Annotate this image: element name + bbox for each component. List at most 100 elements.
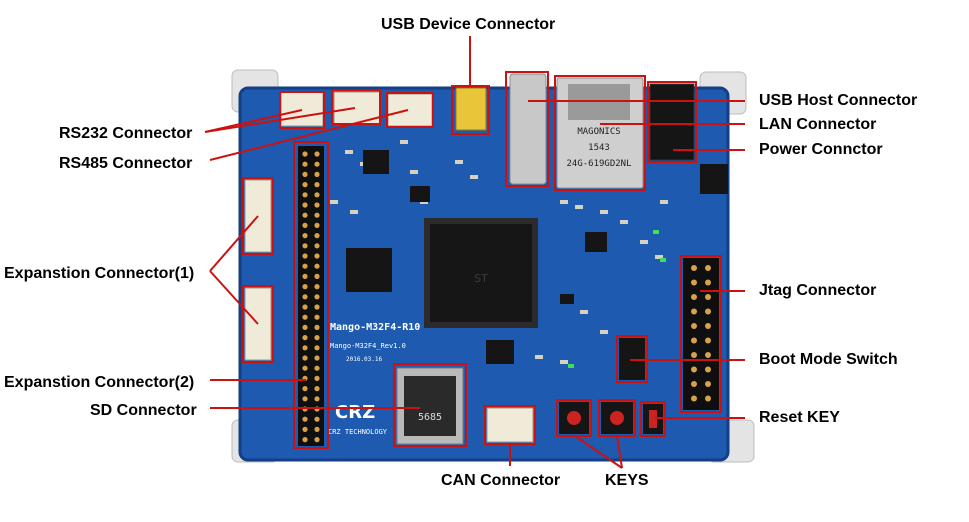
header-pin [302,396,308,402]
header-pin [302,365,308,371]
jtag-pin [705,323,711,329]
jtag-pin [691,294,697,300]
header-pin [302,253,308,259]
header-pin [314,386,320,392]
header-pin [302,335,308,341]
label-expansion-1: Expanstion Connector(1) [4,265,195,282]
header-pin [302,426,308,432]
label-expansion-2: Expanstion Connector(2) [4,374,195,391]
header-pin [314,161,320,167]
label-usb-host: USB Host Connector [759,92,918,109]
header-pin [314,233,320,239]
header-pin [314,171,320,177]
label-sd: SD Connector [90,402,197,419]
header-pin [314,294,320,300]
header-pin [302,355,308,361]
leds [568,230,666,368]
jtag-pin [691,279,697,286]
header-pin [302,273,308,279]
header-pin [302,324,308,330]
leader-lines [204,36,745,469]
header-pin [314,212,320,218]
jtag-header [683,258,719,410]
header-pin [314,304,320,310]
header-pin [314,355,320,361]
header-pin [302,182,308,188]
power-jack [649,83,695,161]
lan-port: MAGONICS 1543 24G-619GD2NL [556,77,644,189]
header-pin [302,192,308,198]
header-pin [314,284,320,290]
header-pin [314,222,320,228]
header-pin [302,314,308,320]
header-pin [302,222,308,228]
header-pin [302,386,308,392]
header-pin [314,335,320,341]
board-model-text: Mango-M32F4-R10 [330,322,420,333]
highlight-boxes [242,71,722,449]
header-pin [314,375,320,381]
jtag-pin [705,308,711,315]
jtag-pin [691,337,697,344]
board-date-text: 2016.03.16 [346,356,383,363]
label-rs232: RS232 Connector [59,125,193,142]
label-jtag: Jtag Connector [759,282,877,299]
jtag-pin [691,381,697,387]
small-ics [346,150,607,364]
mcu-chip: ST [424,218,538,328]
header-pin [302,161,308,167]
jtag-pin [705,294,711,300]
header-pin [302,243,308,249]
header-pin [302,304,308,310]
board-rev-text: Mango-M32F4_Rev1.0 [330,342,406,350]
header-pin [314,263,320,269]
header-pin [314,345,320,351]
push-keys [559,402,663,434]
jtag-pin [691,352,697,358]
header-pin [302,212,308,218]
jtag-pin [691,395,697,402]
header-pin [314,365,320,371]
header-pin [314,396,320,402]
label-reset: Reset KEY [759,409,840,426]
usb-host-port [509,73,547,185]
header-pin [314,182,320,188]
label-can: CAN Connector [441,472,561,489]
jtag-pin [705,395,711,402]
header-pin [314,192,320,198]
jtag-pin [705,352,711,358]
power-switch [700,164,728,194]
can-connector-body [486,407,534,443]
lan-part-text: 24G-619GD2NL [566,159,631,169]
header-pin [302,151,308,157]
header-pin [302,233,308,239]
header-pin [314,324,320,330]
header-pin [314,243,320,249]
label-boot: Boot Mode Switch [759,351,898,368]
header-pin [302,345,308,351]
rs-connectors [280,91,433,127]
usb-device-port [455,87,487,131]
header-pin [314,273,320,279]
sd-slot: 5685 [396,367,464,445]
jtag-pin [705,265,711,271]
label-rs485: RS485 Connector [59,155,193,172]
header-pin [314,253,320,259]
header-pin [314,416,320,422]
header-pin [314,314,320,320]
header-pin [302,284,308,290]
header-pin [314,151,320,157]
lan-brand-text: MAGONICS [577,127,620,137]
expansion-connector-1 [244,179,272,361]
svg-text:ST: ST [474,272,488,285]
jtag-pin [705,366,711,373]
header-pin [302,416,308,422]
crz-logo: CRZ [335,402,375,423]
jtag-pin [691,308,697,315]
expansion-header-2 [298,146,324,446]
header-pin [314,426,320,432]
label-keys: KEYS [605,472,649,489]
label-usb-device: USB Device Connector [381,16,556,33]
